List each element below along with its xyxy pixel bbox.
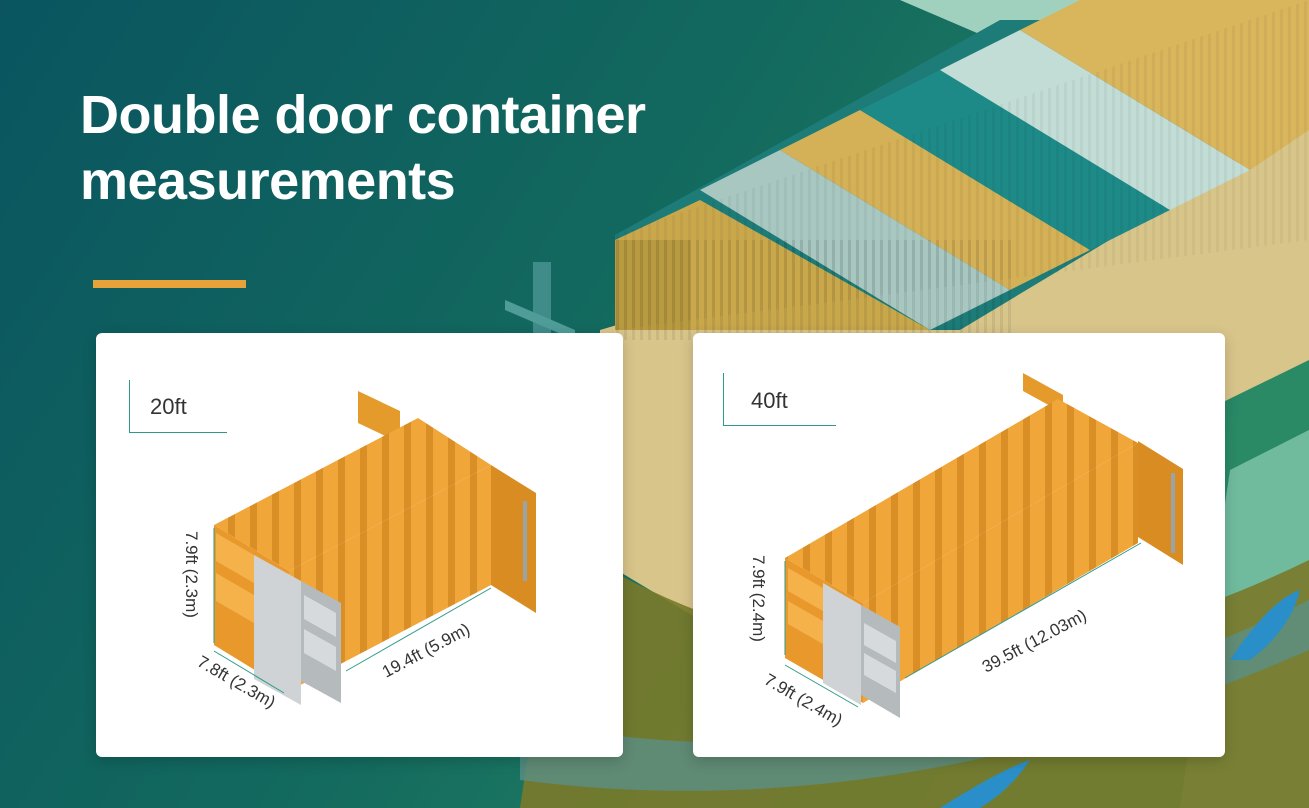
label-bracket (723, 373, 836, 426)
open-door-interior (823, 583, 861, 705)
rear-door (358, 391, 536, 613)
container-card-20ft: 20ft 7.9ft (2.3m) 7.8ft ( (96, 333, 623, 757)
label-bracket (129, 380, 227, 433)
container-size-label: 20ft (150, 394, 187, 419)
title-line-1: Double door container (80, 85, 646, 145)
container-side (863, 443, 1138, 703)
container-size-label: 40ft (751, 388, 788, 413)
height-dimension-label: 7.9ft (2.4m) (749, 555, 768, 642)
container-roof (785, 399, 1138, 603)
page-title: Double door container measurements (80, 82, 646, 214)
title-line-2: measurements (80, 151, 456, 211)
height-dimension-label: 7.9ft (2.3m) (182, 531, 201, 618)
accent-bar (93, 280, 246, 288)
container-20ft-illustration: 7.9ft (2.3m) 7.8ft (2.3m) 19.4ft (5.9m) (182, 391, 536, 712)
open-door-interior (254, 555, 301, 705)
container-card-40ft: 40ft 7.9ft (2.4m) 7.9ft ( (693, 333, 1225, 757)
container-roof (214, 418, 491, 571)
container-40ft-illustration: 7.9ft (2.4m) 7.9ft (2.4m) 39.5ft (12.03m… (749, 373, 1183, 730)
